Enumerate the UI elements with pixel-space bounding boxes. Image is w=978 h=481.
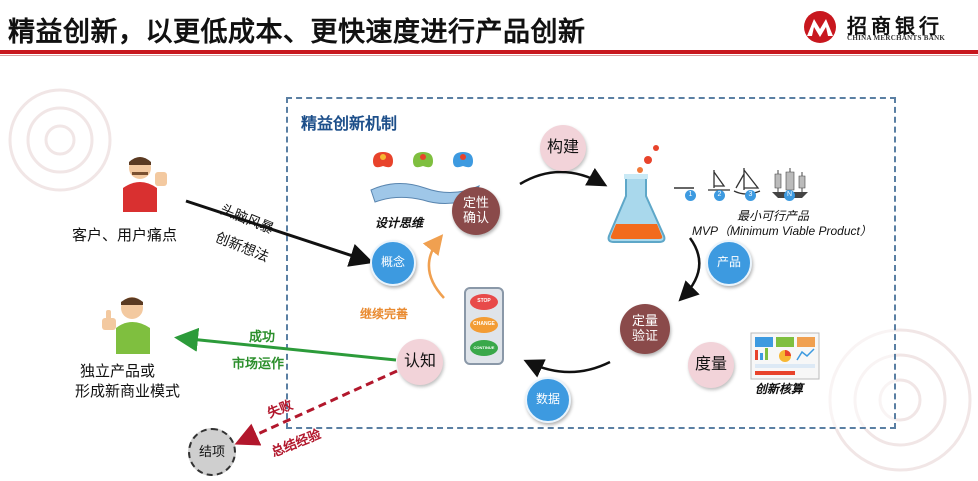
- flask-icon: [607, 145, 666, 243]
- mvp-en-label: MVP（Minimum Viable Product）: [692, 224, 872, 238]
- close-project-node: 结项: [188, 428, 236, 476]
- mvp-step-n: N: [784, 190, 795, 201]
- dashboard-icon: [750, 332, 820, 380]
- bank-name: 招商银行: [847, 14, 943, 38]
- mvp-cn-label: 最小可行产品: [737, 209, 810, 223]
- customer-person-icon: [123, 157, 167, 212]
- traffic-continue: CONTINUE: [470, 340, 498, 356]
- mvp-step-1: 1: [685, 190, 696, 201]
- data-node: 数据: [525, 377, 571, 423]
- quantitative-verify-line2: 验证: [631, 328, 658, 343]
- product-node: 产品: [706, 240, 752, 286]
- background-ornament-icon: [8, 88, 112, 192]
- quantitative-verify-line1: 定量: [631, 313, 658, 329]
- bank-name-en: CHINA MERCHANTS BANK: [847, 34, 946, 42]
- result-line-1: 独立产品或: [80, 363, 156, 380]
- mvp-step-2: 2: [714, 190, 725, 201]
- measure-node: 度量: [688, 342, 734, 388]
- success-person-icon: [102, 297, 150, 354]
- qualitative-confirm-line1: 定性: [462, 195, 489, 211]
- market-ops-label: 市场运作: [232, 356, 285, 371]
- mvp-step-3: 3: [745, 190, 756, 201]
- title-divider: [0, 50, 978, 54]
- build-node: 构建: [540, 125, 586, 171]
- customer-pain-points: 客户、用户痛点: [72, 227, 178, 244]
- title-divider-thin: [0, 55, 978, 56]
- traffic-stop: STOP: [470, 294, 498, 310]
- innovation-accounting-label: 创新核算: [755, 382, 804, 396]
- traffic-light-icon: STOP CHANGE CONTINUE: [464, 287, 504, 365]
- concept-node: 概念: [370, 240, 416, 286]
- qualitative-confirm-node: 定性 确认: [452, 187, 500, 235]
- keep-improving-label: 继续完善: [360, 307, 409, 321]
- qualitative-confirm-line2: 确认: [462, 210, 489, 225]
- design-thinking-icon: [370, 152, 480, 204]
- traffic-change: CHANGE: [470, 317, 498, 333]
- success-label: 成功: [249, 329, 276, 344]
- mvp-step-badges: 1 2 3 N: [677, 190, 817, 204]
- design-thinking-label: 设计思维: [375, 216, 424, 230]
- quantitative-verify-node: 定量 验证: [620, 304, 670, 354]
- learn-node: 认知: [397, 339, 443, 385]
- result-line-2: 形成新商业模式: [75, 383, 181, 400]
- mechanism-title: 精益创新机制: [301, 116, 398, 133]
- bank-logo-icon: [800, 10, 840, 44]
- page-title: 精益创新，以更低成本、更快速度进行产品创新: [8, 17, 586, 47]
